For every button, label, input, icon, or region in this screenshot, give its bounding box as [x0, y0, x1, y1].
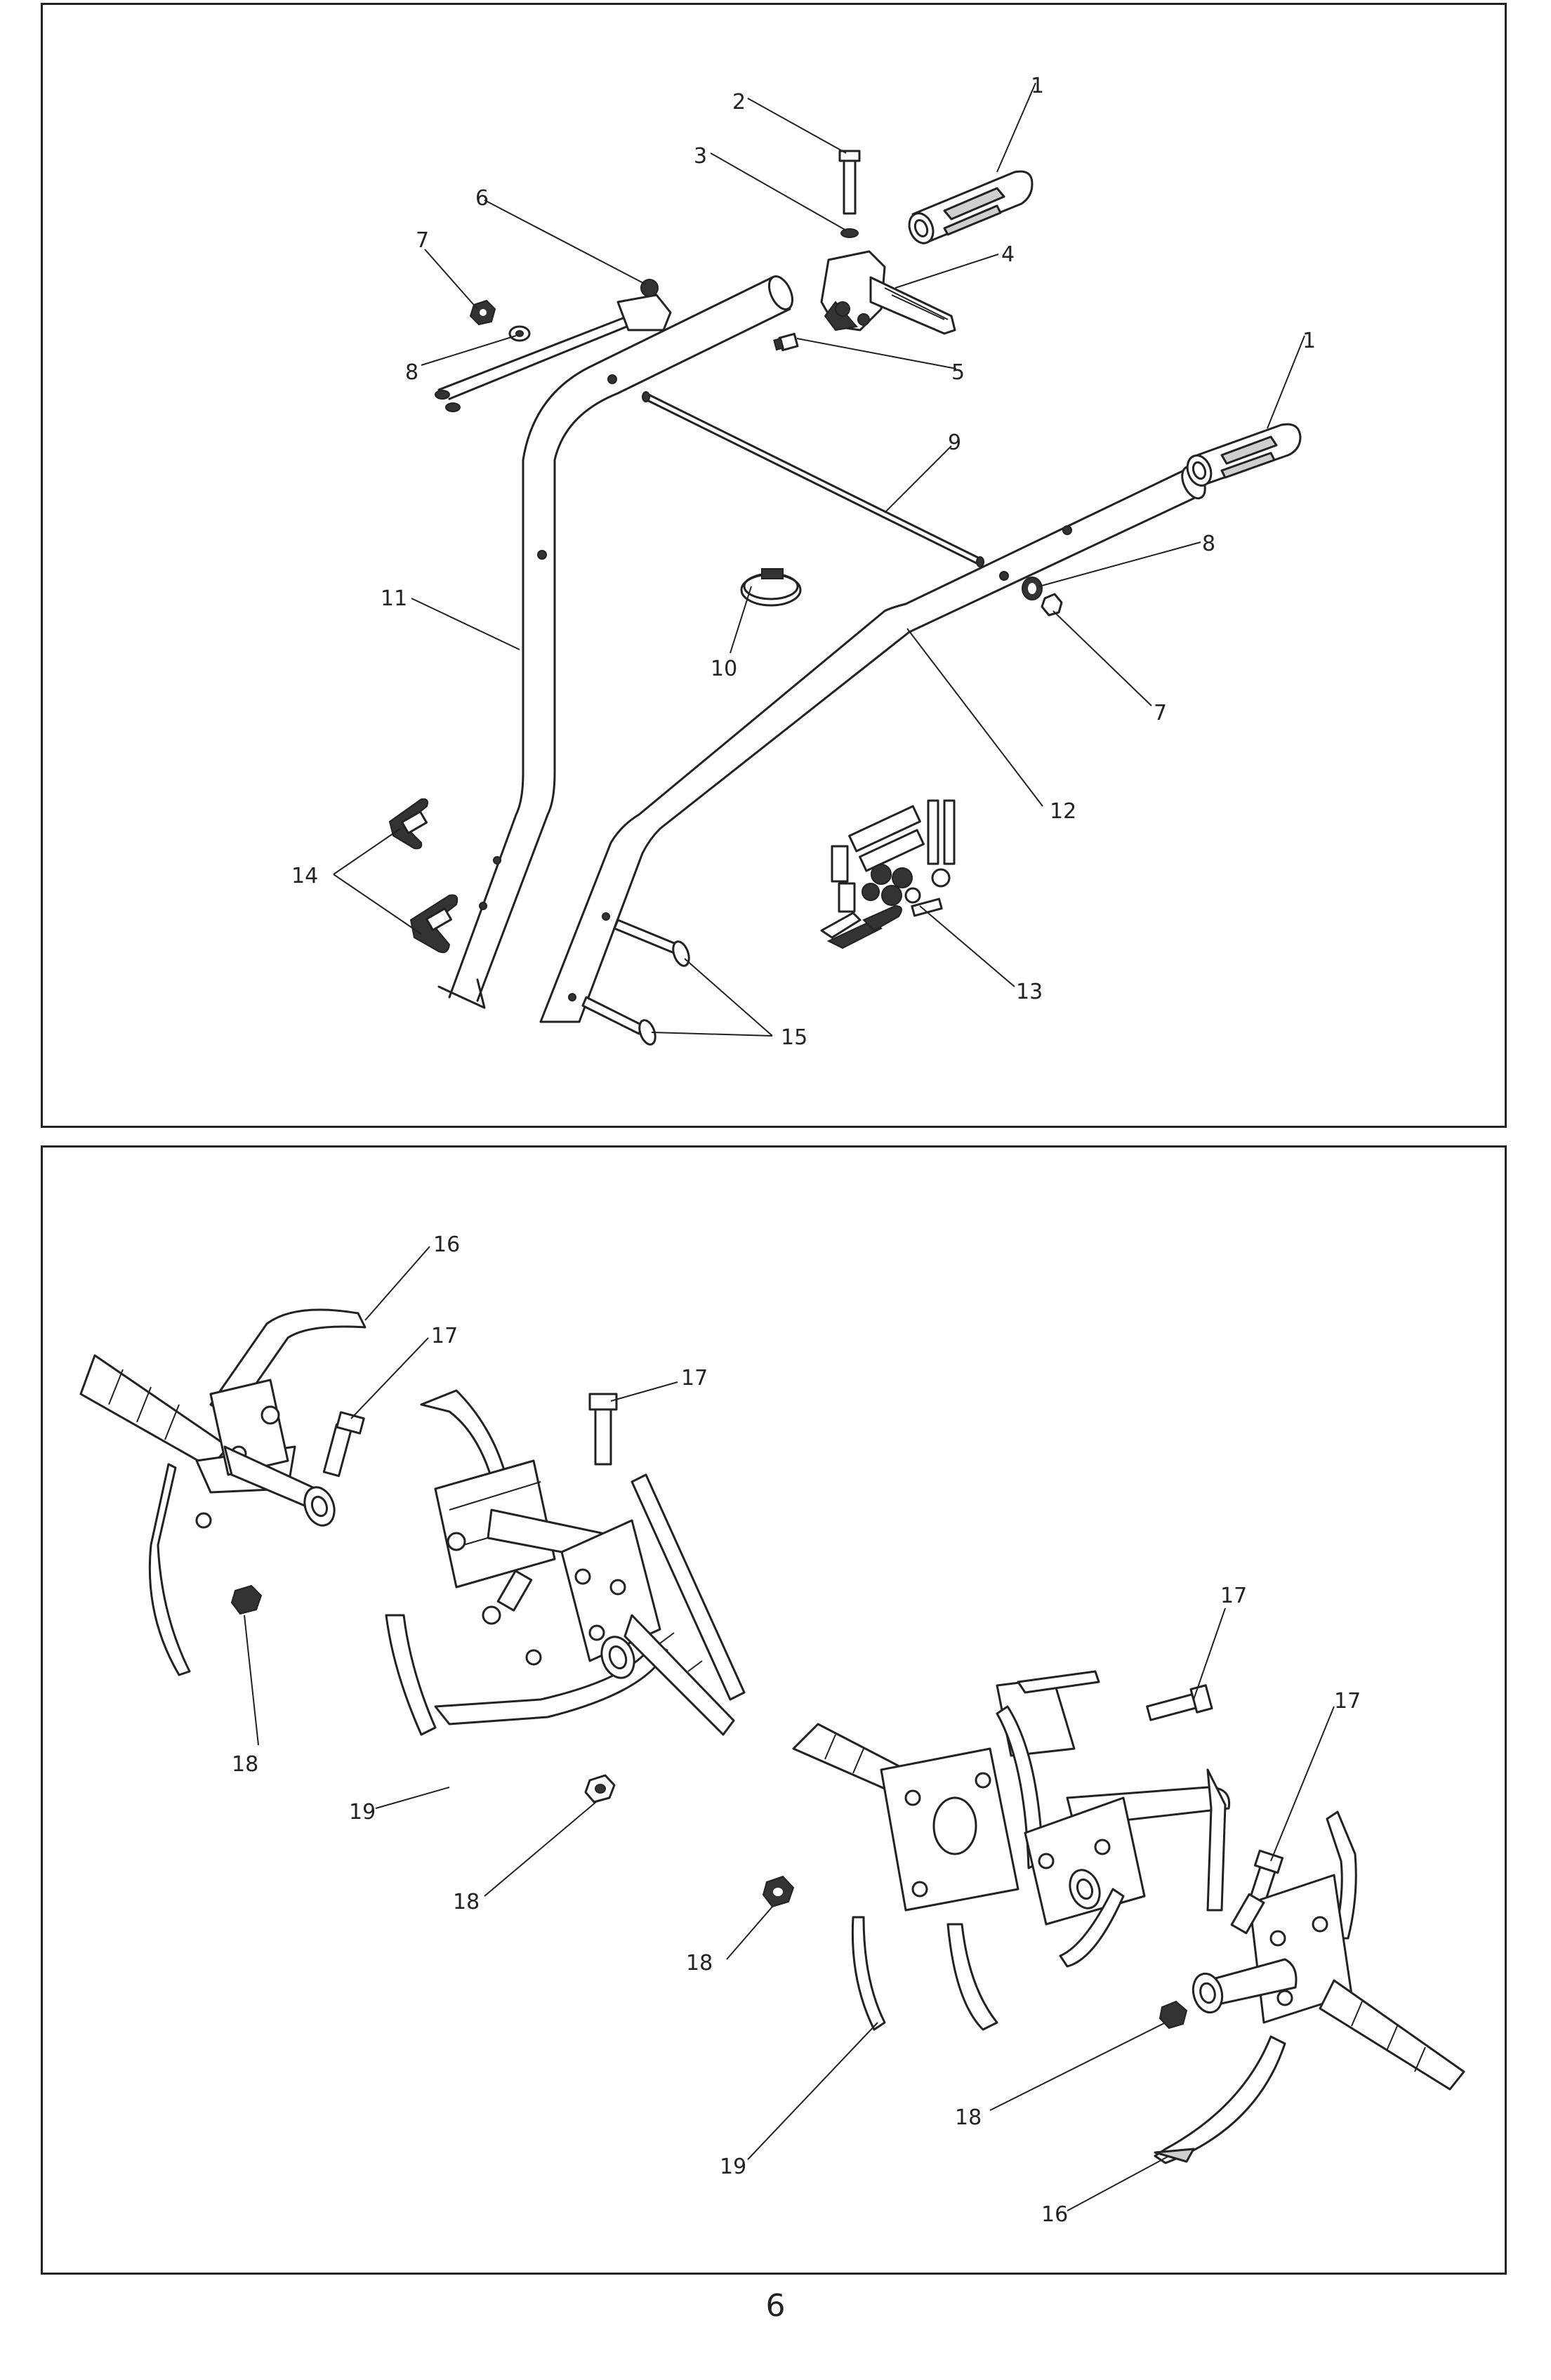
throttle-lever-4: [820, 250, 956, 335]
callout-9: 9: [948, 430, 961, 455]
callout-19-right: 19: [720, 2155, 746, 2179]
leader-lines-top: [333, 82, 1305, 1037]
callout-labels-bottom: 16 17 17 18 19 18 17 17 18 19 18 16: [232, 1232, 1361, 2227]
wing-knob-14-lower: [409, 894, 458, 954]
bolt-17-b: [588, 1393, 618, 1466]
hardware-kit-13: [820, 799, 956, 949]
callout-17-d: 17: [1334, 1689, 1361, 1714]
cable-clip-10: [740, 568, 802, 607]
nut-7-upper: [469, 299, 496, 326]
callout-18-d: 18: [955, 2105, 982, 2130]
outer-tine-right: [1154, 1810, 1465, 2164]
callout-17-b: 17: [681, 1366, 708, 1390]
callout-18-c: 18: [686, 1951, 713, 1975]
washer-3: [840, 228, 859, 238]
nut-18-d: [1159, 2000, 1188, 2030]
callout-16-upper: 16: [433, 1232, 460, 1257]
callout-11: 11: [381, 586, 407, 611]
callout-7-right: 7: [1154, 701, 1167, 725]
upper-handle-assembly-panel: [41, 3, 1507, 1128]
callout-8-right: 8: [1202, 532, 1215, 556]
bolt-17-c: [1146, 1684, 1213, 1721]
nut-18-b: [584, 1774, 616, 1803]
tine-assembly: [79, 1308, 1465, 2164]
washer-8-upper: [508, 325, 531, 342]
callout-10: 10: [711, 657, 737, 681]
inner-tine-19-right: [792, 1670, 1231, 2031]
callout-17-a: 17: [431, 1324, 458, 1348]
callout-13: 13: [1016, 980, 1043, 1004]
bolt-2: [838, 150, 861, 215]
callout-14: 14: [291, 864, 318, 888]
callout-18-a: 18: [232, 1752, 258, 1777]
callout-18-b: 18: [453, 1890, 480, 1914]
clevis-pin-15-lower: [581, 996, 656, 1046]
callout-8-upper: 8: [405, 360, 418, 385]
nut-5: [773, 332, 799, 352]
clevis-pin-15-upper: [613, 919, 690, 967]
inner-tine-19-left: [385, 1389, 746, 1736]
callout-1-lower-grip: 1: [1302, 329, 1316, 353]
handle-grip-upper: [908, 170, 1034, 244]
callout-4: 4: [1001, 242, 1015, 267]
throttle-cable-6: [435, 279, 672, 412]
callout-12: 12: [1050, 799, 1076, 824]
outer-tine-left: [79, 1308, 367, 1676]
washer-8-right: [1022, 577, 1043, 600]
nut-18-a: [230, 1584, 263, 1615]
callout-3: 3: [694, 144, 707, 169]
callout-16-lower: 16: [1041, 2202, 1068, 2227]
callout-labels-top: 1 2 3 4 5 6 7 8 1 9 8 11 10 7 12 14 13 1…: [291, 74, 1316, 1050]
callout-15: 15: [781, 1025, 807, 1050]
callout-5: 5: [951, 360, 965, 385]
handle-grip-lower: [1186, 423, 1302, 487]
rod-9: [642, 391, 984, 567]
callout-19-left: 19: [349, 1800, 376, 1825]
page-number: 6: [765, 2288, 786, 2324]
handle-assembly: [388, 150, 1302, 1046]
leader-lines-bottom: [244, 1246, 1335, 2211]
nut-18-c: [762, 1875, 795, 1908]
left-handle-tube: [437, 275, 794, 1009]
callout-7-upper: 7: [416, 228, 429, 253]
wing-knob-14-upper: [388, 798, 428, 850]
callout-2: 2: [732, 90, 746, 114]
bolt-17-a: [322, 1411, 365, 1478]
callout-17-c: 17: [1220, 1584, 1247, 1608]
callout-6: 6: [475, 186, 489, 211]
nut-7-right: [1041, 593, 1063, 617]
callout-1-upper-grip: 1: [1031, 74, 1044, 98]
